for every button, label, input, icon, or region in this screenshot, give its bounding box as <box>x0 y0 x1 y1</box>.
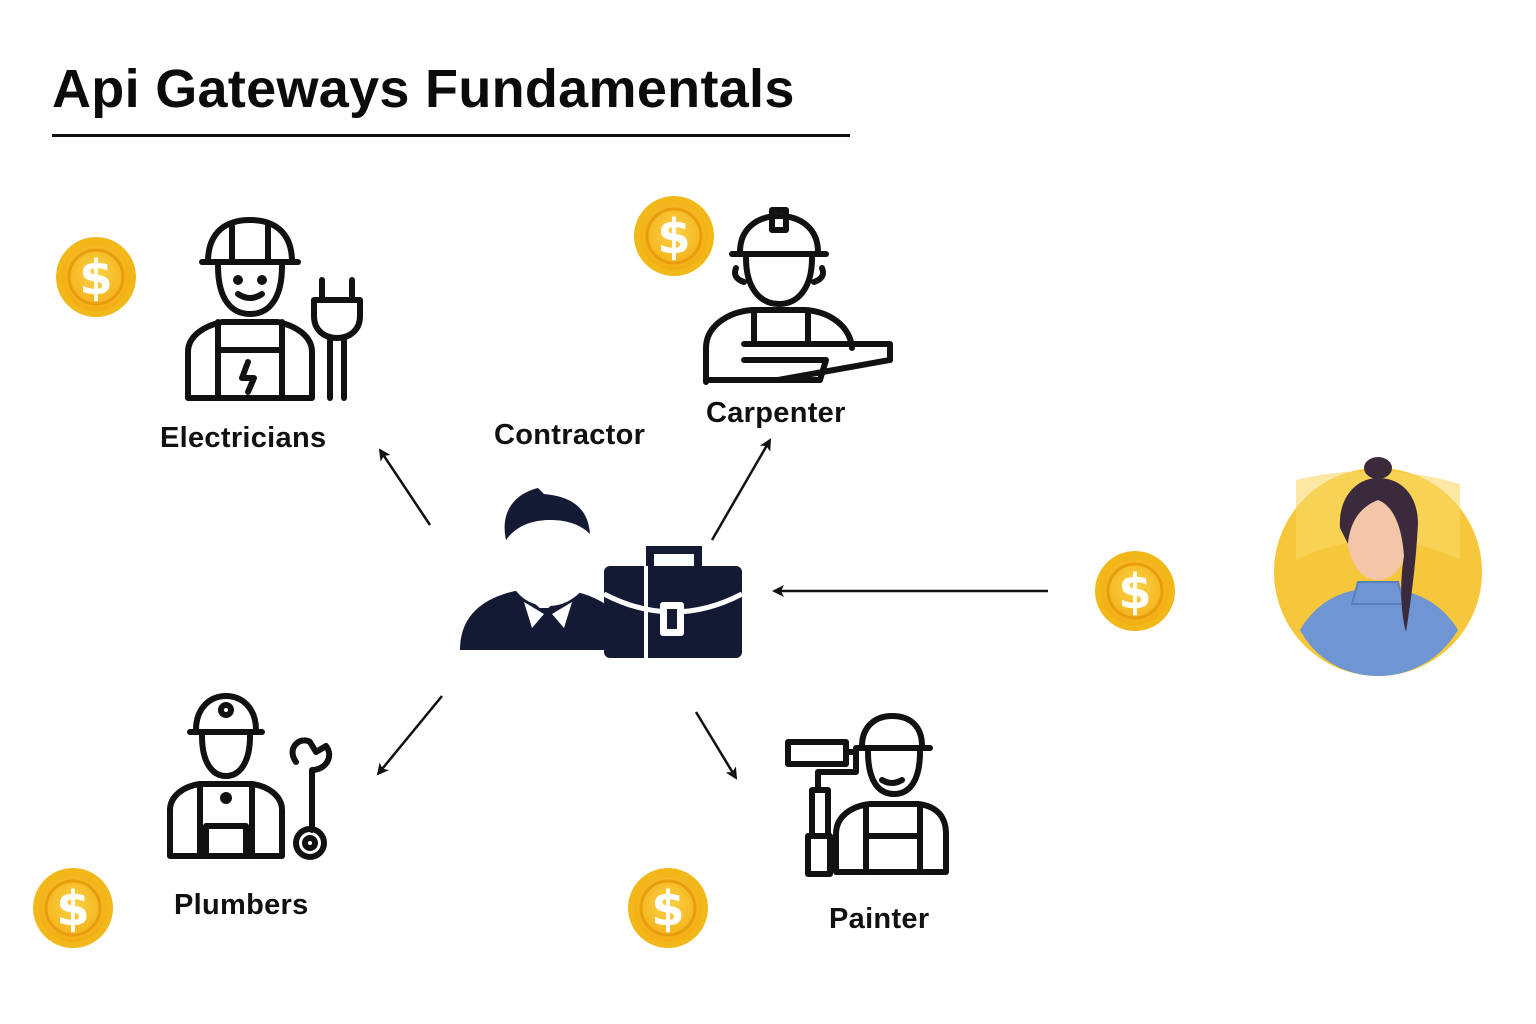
electrician-icon <box>185 217 363 401</box>
electricians-label: Electricians <box>160 422 327 454</box>
svg-text:$: $ <box>79 250 112 306</box>
arrow-to-electricians <box>378 448 432 526</box>
svg-text:$: $ <box>651 881 684 937</box>
coin-icon: $ <box>33 868 113 948</box>
svg-text:$: $ <box>56 881 89 937</box>
coin-icon: $ <box>628 868 708 948</box>
svg-text:$: $ <box>1118 564 1151 620</box>
painter-label: Painter <box>829 903 930 935</box>
arrow-to-carpenter <box>710 438 772 541</box>
contractor-icon <box>460 488 744 658</box>
customer-avatar <box>1274 457 1482 676</box>
svg-text:$: $ <box>657 209 690 265</box>
carpenter-icon <box>703 207 893 385</box>
plumbers-label: Plumbers <box>174 889 309 921</box>
coin-icon: $ <box>634 196 714 276</box>
page-title: Api Gateways Fundamentals <box>52 59 795 119</box>
arrow-to-painter <box>694 711 738 780</box>
title-underline <box>52 134 850 137</box>
coin-icon: $ <box>56 237 136 317</box>
contractor-label: Contractor <box>494 419 646 451</box>
arrows <box>376 438 1048 780</box>
plumber-icon <box>167 693 333 860</box>
painter-icon <box>785 713 949 877</box>
arrow-to-plumbers <box>376 695 443 776</box>
carpenter-label: Carpenter <box>706 397 846 429</box>
coin-icon: $ <box>1095 551 1175 631</box>
